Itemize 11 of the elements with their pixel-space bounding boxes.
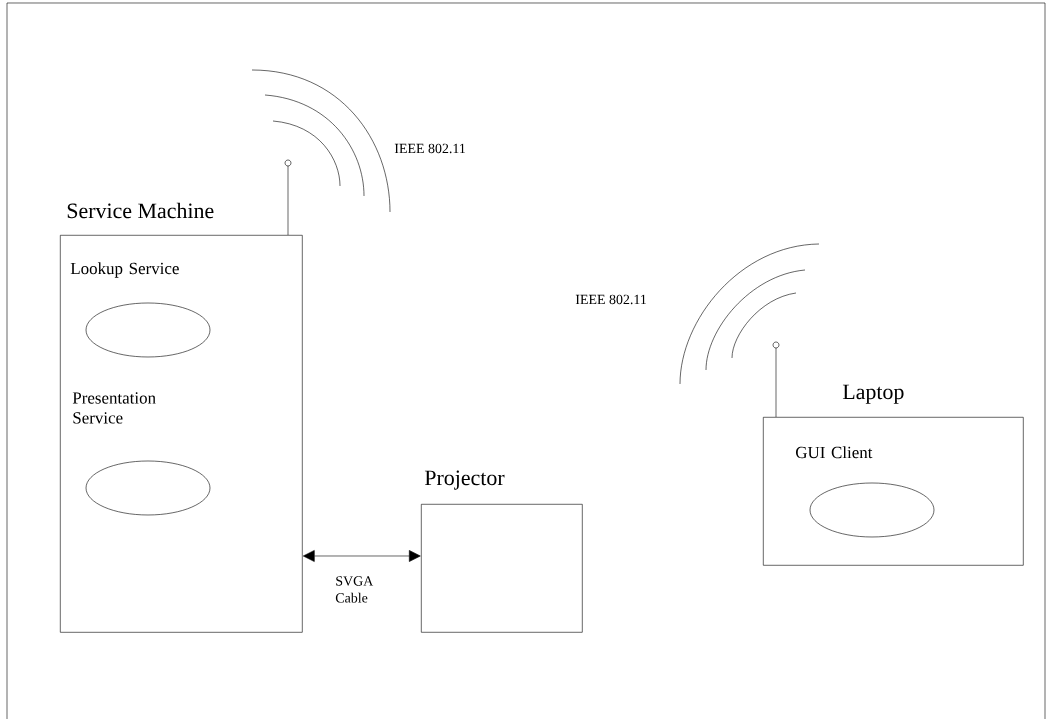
node-label: Projector	[424, 470, 505, 490]
node-label: Laptop	[842, 384, 904, 404]
node-label: Service Machine	[67, 202, 214, 219]
device-box: Projector	[421, 470, 583, 633]
network-label: IEEE 802.11	[394, 143, 465, 154]
node-label: GUI Client	[795, 446, 873, 459]
network-label: IEEE 802.11	[575, 294, 646, 305]
node-label: Presentation Service	[72, 392, 156, 424]
arrow	[302, 550, 421, 562]
edge-label: SVGA Cable	[335, 576, 374, 603]
node-label: Lookup Service	[70, 262, 179, 278]
